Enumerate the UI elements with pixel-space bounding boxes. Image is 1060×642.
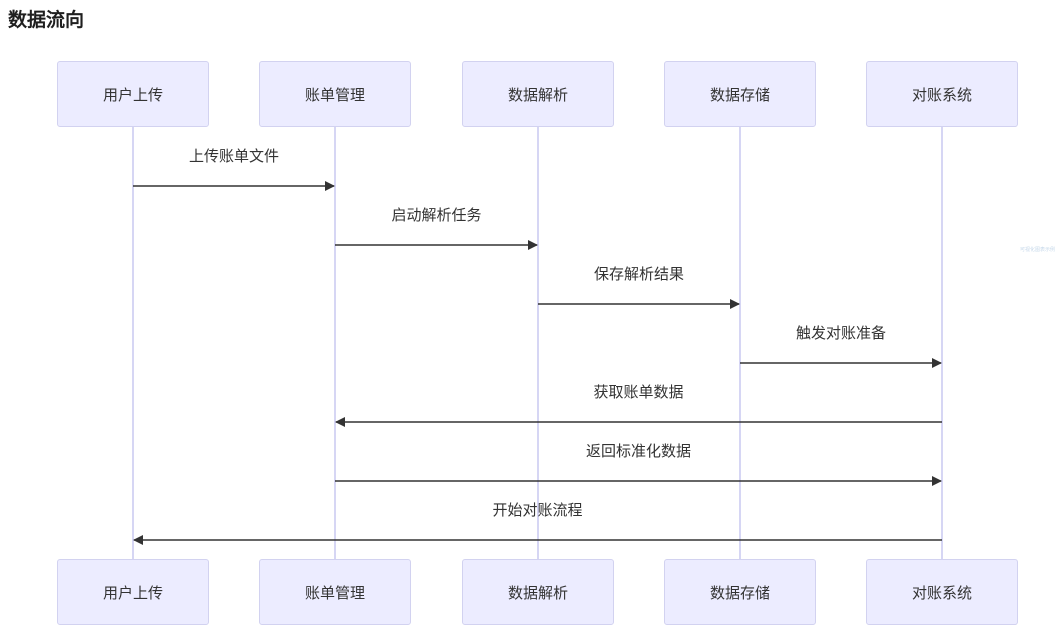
participant-upload-bottom: 用户上传 xyxy=(57,559,209,625)
participant-store-top: 数据存储 xyxy=(664,61,816,127)
participant-recon-top: 对账系统 xyxy=(866,61,1018,127)
message-label-2: 启动解析任务 xyxy=(391,206,482,224)
page-title: 数据流向 xyxy=(8,9,85,31)
participant-store-bottom: 数据存储 xyxy=(664,559,816,625)
participant-bill-top: 账单管理 xyxy=(259,61,411,127)
message-label-7: 开始对账流程 xyxy=(492,501,583,519)
lifelines xyxy=(132,127,943,559)
message-label-3: 保存解析结果 xyxy=(593,265,684,283)
message-label-5: 获取账单数据 xyxy=(593,383,684,401)
participant-parse-top: 数据解析 xyxy=(462,61,614,127)
participant-bill-bottom: 账单管理 xyxy=(259,559,411,625)
message-label-4: 触发对账准备 xyxy=(795,324,886,342)
message-label-6: 返回标准化数据 xyxy=(585,442,691,460)
message-arrows xyxy=(133,181,942,545)
message-label-1: 上传账单文件 xyxy=(188,147,279,165)
participant-upload-top: 用户上传 xyxy=(57,61,209,127)
participant-recon-bottom: 对账系统 xyxy=(866,559,1018,625)
watermark-text: 可视化图表示例 xyxy=(1020,247,1056,253)
participant-parse-bottom: 数据解析 xyxy=(462,559,614,625)
